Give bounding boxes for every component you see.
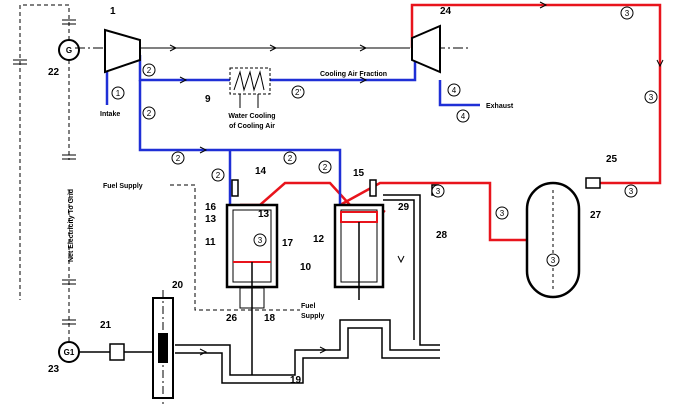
capacitor-symbols: [13, 20, 76, 324]
sp-2p: 2': [292, 86, 304, 98]
sp-3-pipe: 3: [496, 207, 508, 219]
cylinder-left: 14 16 13 11 13 17 26 18: [205, 166, 294, 375]
hot-port-right-label: 29: [398, 202, 410, 213]
generator-top: G 22: [48, 40, 79, 78]
return-pipe: 28: [383, 185, 448, 345]
svg-text:3: 3: [629, 187, 634, 196]
svg-text:2: 2: [147, 109, 152, 118]
compressor-body: [105, 30, 140, 72]
heater-body: [586, 178, 600, 188]
storage-tank: 27: [527, 183, 602, 297]
sp-4-turbine: 4: [448, 84, 460, 96]
crank-pipework: 19: [175, 320, 440, 386]
net-electricity-label: Net Electricity To Grid: [68, 189, 75, 262]
return-pipe-inner: [383, 200, 414, 340]
svg-text:2': 2': [295, 88, 301, 97]
hot-gas-pipes: [240, 5, 660, 240]
sp-2-compressor: 2: [143, 64, 155, 76]
hot-pipe-to-cylinder-left: [240, 183, 350, 205]
valve-right: [370, 180, 376, 196]
crank-pipe-outer: [175, 320, 440, 375]
sp-2-right: 2: [319, 161, 331, 173]
fuel-supply-mid-2: Supply: [301, 313, 324, 320]
intake-label: Intake: [100, 111, 120, 118]
svg-text:2: 2: [176, 154, 181, 163]
svg-text:2: 2: [216, 171, 221, 180]
generator-g1-letter: G1: [64, 348, 75, 357]
water-cooling-line1: Water Cooling: [228, 113, 275, 120]
cylinder-right-label: 12: [313, 234, 325, 245]
vessel-left-label: 16: [205, 202, 217, 213]
valve-left: [232, 180, 238, 196]
svg-text:3: 3: [625, 9, 630, 18]
crank-label: 19: [290, 375, 302, 386]
svg-text:3: 3: [551, 256, 556, 265]
sp-3-cylinder: 3: [254, 234, 266, 246]
cylinder-left-label: 11: [205, 237, 216, 248]
piston-right: [341, 212, 377, 222]
sp-4-exhaust: 4: [457, 110, 469, 122]
chamber-mid-label: 10: [300, 262, 312, 273]
turbine-label: 24: [440, 6, 452, 17]
svg-text:3: 3: [649, 93, 654, 102]
coupling: 21: [80, 320, 153, 360]
sp-3-top: 3: [621, 7, 633, 19]
fuel-supply-top: Fuel Supply: [103, 183, 143, 190]
heater-label: 25: [606, 154, 618, 165]
fuel-supply-mid-1: Fuel: [301, 303, 315, 310]
sp-2-down: 2: [143, 107, 155, 119]
coupling-box: [110, 344, 124, 360]
sp-3-right: 3: [645, 91, 657, 103]
return-pipe-outer: [383, 195, 440, 345]
sp-2-bottom-a: 2: [172, 152, 184, 164]
flywheel: 20: [153, 280, 184, 404]
sp-3-heater: 3: [625, 185, 637, 197]
generator-label: 22: [48, 67, 60, 78]
water-cooling-line2: of Cooling Air: [229, 123, 275, 130]
electrical-line-top: [20, 5, 69, 300]
generator-bottom: G1 23: [48, 342, 79, 375]
svg-text:3: 3: [258, 236, 263, 245]
sp-3-tank: 3: [547, 254, 559, 266]
svg-text:2: 2: [147, 66, 152, 75]
crank-pipe-inner: [175, 328, 440, 383]
svg-text:2: 2: [323, 163, 328, 172]
flywheel-label: 20: [172, 280, 184, 291]
generator-g-letter: G: [66, 46, 72, 55]
air-cooler: 9 Water Cooling of Cooling Air: [205, 68, 276, 130]
compressor: 1: [105, 6, 140, 72]
return-pipe-label: 28: [436, 230, 448, 241]
svg-text:4: 4: [452, 86, 457, 95]
cyl-outer-left-label: 17: [282, 238, 294, 249]
cylinder-right: 15 12 29: [313, 168, 410, 300]
valve-left-label: 14: [255, 166, 267, 177]
turbine: 24: [412, 6, 452, 72]
sp-2-left: 2: [212, 169, 224, 181]
svg-text:4: 4: [461, 112, 466, 121]
exhaust-label: Exhaust: [486, 103, 514, 110]
svg-text:3: 3: [436, 187, 441, 196]
hot-pipe-to-tank: [410, 183, 527, 240]
svg-text:2: 2: [288, 154, 293, 163]
sp-1-intake: 1: [112, 87, 124, 99]
coupling-label: 21: [100, 320, 112, 331]
valve-right-label: 15: [353, 168, 365, 179]
sp-3-mid: 3: [432, 185, 444, 197]
generator2-label: 23: [48, 364, 60, 375]
hot-port-left-label: 13: [258, 209, 270, 220]
cooling-air-fraction-label: Cooling Air Fraction: [320, 71, 387, 78]
rod-left-label: 26: [226, 313, 238, 324]
piston-left-label: 13: [205, 214, 217, 225]
compressor-label: 1: [110, 6, 116, 17]
rod18-label: 18: [264, 313, 276, 324]
sp-2-bottom-b: 2: [284, 152, 296, 164]
svg-text:3: 3: [500, 209, 505, 218]
svg-text:1: 1: [116, 89, 121, 98]
cooler-label: 9: [205, 94, 211, 105]
tank-label: 27: [590, 210, 602, 221]
